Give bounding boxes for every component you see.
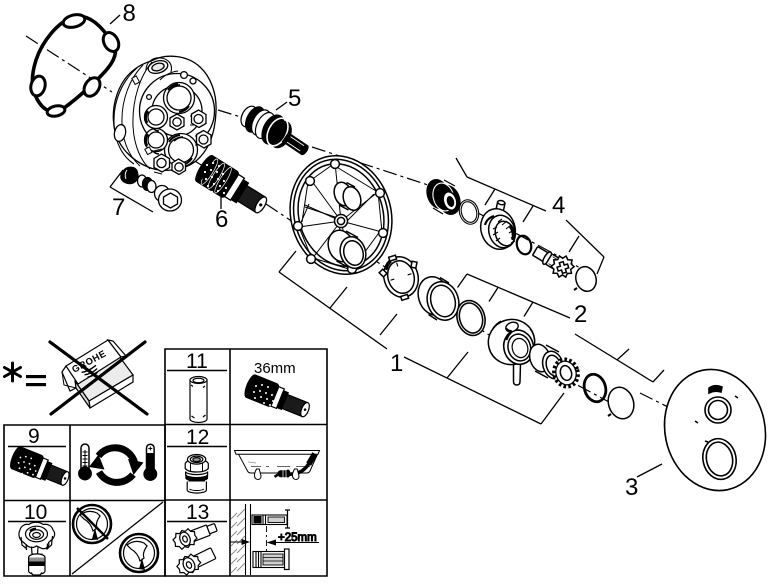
svg-text:10: 10 <box>24 501 47 524</box>
svg-text:1: 1 <box>390 350 403 377</box>
svg-text:11: 11 <box>186 350 208 373</box>
svg-text:4: 4 <box>552 192 565 219</box>
svg-text:+25mm: +25mm <box>278 532 317 544</box>
svg-text:6: 6 <box>215 206 228 233</box>
svg-text:13: 13 <box>186 501 209 524</box>
svg-text:3: 3 <box>625 474 638 501</box>
svg-text:36mm: 36mm <box>254 360 296 377</box>
svg-text:8: 8 <box>123 0 136 27</box>
svg-text:5: 5 <box>288 85 301 112</box>
svg-text:12: 12 <box>186 426 209 449</box>
svg-text:7: 7 <box>112 194 125 221</box>
svg-text:2: 2 <box>574 301 587 328</box>
svg-text:9: 9 <box>28 425 40 448</box>
